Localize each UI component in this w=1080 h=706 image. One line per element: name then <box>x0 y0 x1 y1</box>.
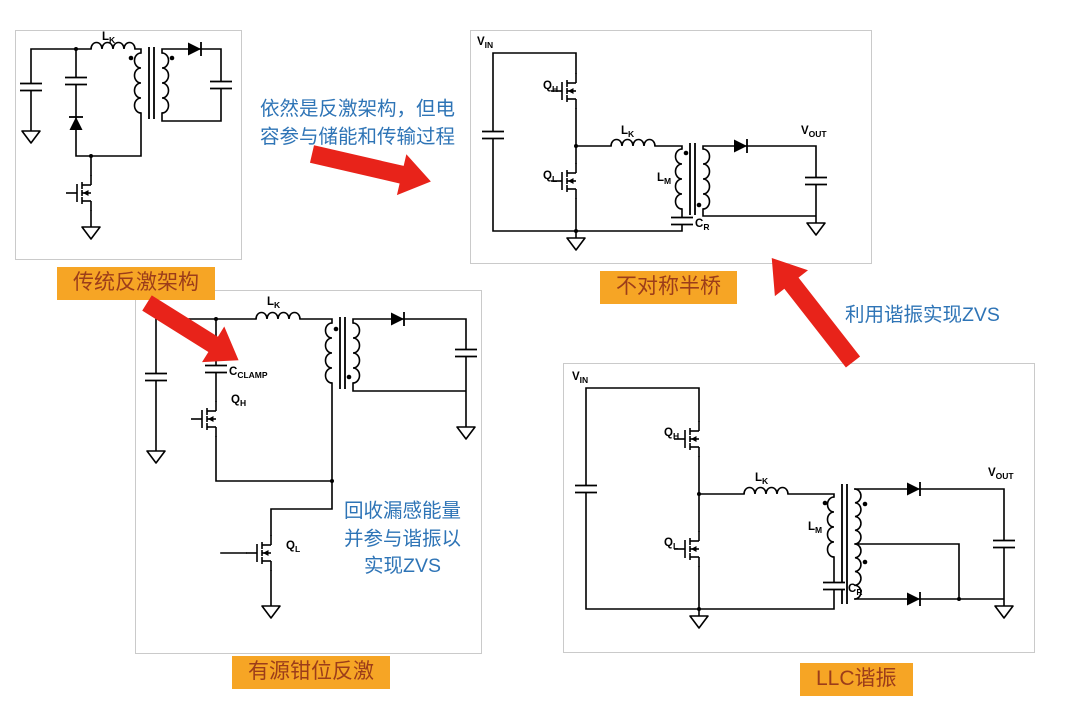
label-vin: VIN <box>572 371 588 385</box>
output-capacitor <box>453 348 479 358</box>
wires <box>585 387 1005 617</box>
label-vout: VOUT <box>801 125 827 139</box>
ground-icon <box>994 605 1014 619</box>
arrow-flyback-to-ahb-icon <box>309 145 431 196</box>
caption-traditional-flyback: 传统反激架构 <box>57 267 215 300</box>
label-lk: LK <box>267 296 281 310</box>
inductor-lk <box>255 311 301 320</box>
resonant-capacitor-cr <box>669 216 695 226</box>
ground-icon <box>566 237 586 251</box>
clamp-capacitor <box>63 76 89 86</box>
schematic-asymmetric-half-bridge: VIN QH QL LK LM CR VOUT <box>477 36 829 251</box>
label-cr: CR <box>695 218 709 232</box>
polarity-dot <box>683 150 689 156</box>
ground-icon <box>21 130 41 144</box>
note-line: 回收漏感能量 <box>343 500 461 522</box>
polarity-dot <box>346 374 352 380</box>
polarity-dot <box>862 501 868 507</box>
label-lk: LK <box>621 125 635 139</box>
transformer-secondary <box>352 322 361 384</box>
polarity-dot <box>169 55 175 61</box>
transformer-core <box>339 317 346 389</box>
transformer-primary <box>826 496 835 558</box>
label-ql: QL <box>664 537 678 551</box>
transformer-core <box>148 47 155 119</box>
polarity-dot <box>333 326 339 332</box>
ground-icon <box>261 605 281 619</box>
output-diode <box>187 41 202 57</box>
caption-llc-resonant: LLC谐振 <box>800 663 913 696</box>
input-capacitor <box>18 82 44 92</box>
note-line: 依然是反激架构，但电 <box>259 98 455 120</box>
ground-icon <box>146 450 166 464</box>
transformer-secondary <box>702 148 711 210</box>
panel-active-clamp-flyback: LK CCLAMP QH QL <box>135 290 482 654</box>
polarity-dot <box>128 55 134 61</box>
clamp-diode <box>68 116 84 131</box>
ground-icon <box>81 226 101 240</box>
mosfet-main-switch <box>65 174 92 212</box>
transformer-primary <box>324 322 333 384</box>
ground-icon <box>689 615 709 629</box>
panel-asymmetric-half-bridge: VIN QH QL LK LM CR VOUT <box>470 30 872 264</box>
mosfet-qh <box>190 400 217 438</box>
note-line: 并参与谐振以 <box>343 527 461 550</box>
label-ql: QL <box>543 170 557 184</box>
note-leakage-recovery: 回收漏感能量 并参与谐振以 实现ZVS <box>325 498 480 581</box>
label-qh: QH <box>543 80 558 94</box>
label-qh: QH <box>231 394 246 408</box>
polarity-dot <box>822 500 828 506</box>
polarity-dot <box>696 202 702 208</box>
output-capacitor <box>991 539 1017 549</box>
schematic-active-clamp-flyback: LK CCLAMP QH QL <box>143 296 479 619</box>
input-capacitor <box>480 130 506 140</box>
schematic-llc-resonant: VIN QH QL LK LM CR VOUT <box>572 371 1017 629</box>
panel-llc-resonant: VIN QH QL LK LM CR VOUT <box>563 363 1035 653</box>
output-diode <box>390 311 405 327</box>
transformer-secondary-center-tapped <box>854 488 862 600</box>
inductor-lk <box>610 138 656 147</box>
arrow-llc-to-ahb-icon <box>771 257 861 368</box>
wires <box>30 47 222 228</box>
ground-icon <box>456 426 476 440</box>
resonant-capacitor-cr <box>821 581 847 591</box>
output-capacitor <box>803 176 829 186</box>
label-lk: LK <box>102 31 116 45</box>
schematic-traditional-flyback: LK <box>18 31 234 240</box>
ground-icon <box>806 222 826 236</box>
transformer-core <box>689 143 696 215</box>
label-vout: VOUT <box>988 467 1014 481</box>
note-capacitor-storage: 依然是反激架构，但电 容参与储能和传输过程 <box>250 96 465 151</box>
panel-traditional-flyback: LK <box>15 30 242 260</box>
label-ql: QL <box>286 540 300 554</box>
note-line: 实现ZVS <box>364 555 441 578</box>
arrow-flyback-to-acf-icon <box>142 295 239 363</box>
label-qh: QH <box>664 427 679 441</box>
mosfet-ql <box>245 534 272 572</box>
output-diode <box>733 138 748 154</box>
caption-asymmetric-half-bridge: 不对称半桥 <box>600 271 737 304</box>
label-lm: LM <box>808 521 822 535</box>
label-cclamp: CCLAMP <box>229 366 268 380</box>
transformer-secondary <box>161 52 170 114</box>
polarity-dot <box>862 559 868 565</box>
label-vin: VIN <box>477 36 493 50</box>
label-lm: LM <box>657 172 671 186</box>
caption-active-clamp-flyback: 有源钳位反激 <box>232 656 390 689</box>
note-resonance-zvs: 利用谐振实现ZVS <box>845 304 1000 326</box>
wires <box>492 52 817 239</box>
label-lk: LK <box>755 472 769 486</box>
rectifier-diode-bottom <box>906 591 921 607</box>
transformer-primary <box>133 52 142 114</box>
label-cr: CR <box>848 583 862 597</box>
note-line: 容参与储能和传输过程 <box>259 125 455 148</box>
input-capacitor <box>573 484 599 494</box>
wires <box>155 317 467 607</box>
rectifier-diode-top <box>906 481 921 497</box>
transformer-primary <box>674 148 683 210</box>
output-capacitor <box>208 80 234 90</box>
inductor-lk <box>743 486 789 495</box>
